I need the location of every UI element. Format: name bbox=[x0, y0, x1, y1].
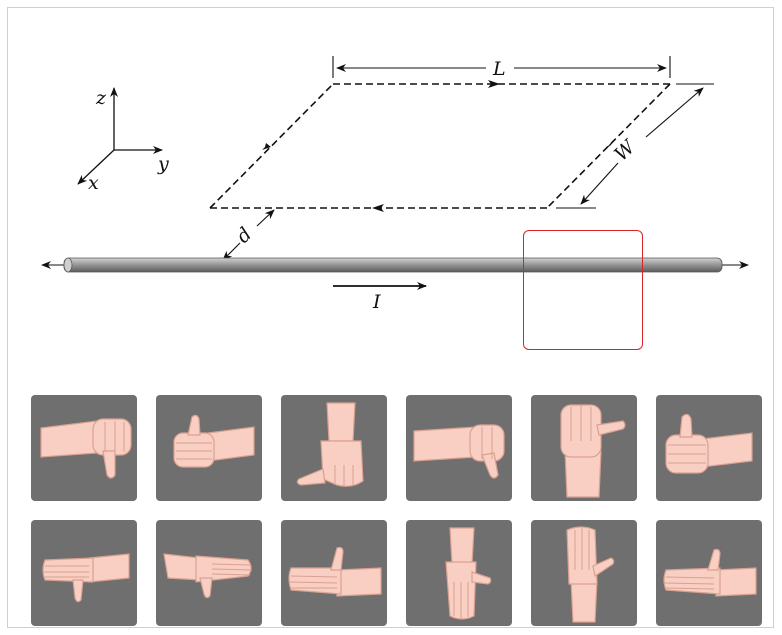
answer-choice-9[interactable] bbox=[281, 520, 387, 626]
hand-flat-thumb-up-right-icon bbox=[663, 548, 757, 597]
hand-flat-palm-down-icon bbox=[163, 553, 253, 599]
answer-choice-5[interactable] bbox=[531, 395, 637, 501]
answer-choice-12[interactable] bbox=[656, 520, 762, 626]
loop-direction-arrows bbox=[262, 80, 613, 212]
axis-label-x: x bbox=[88, 172, 99, 194]
hand-palm-down-thumb-down-icon bbox=[296, 402, 364, 487]
hand-fingers-down-thumb-right-icon bbox=[445, 527, 492, 620]
axis-label-z: z bbox=[95, 87, 107, 109]
selection-box[interactable] bbox=[523, 230, 643, 350]
length-dimension bbox=[332, 56, 671, 78]
hand-flat-thumb-down-icon bbox=[42, 553, 130, 603]
distance-label: d bbox=[232, 223, 256, 247]
answer-choice-4[interactable] bbox=[406, 395, 512, 501]
width-dimension bbox=[556, 83, 714, 209]
straight-wire bbox=[41, 257, 749, 273]
answer-choice-8[interactable] bbox=[156, 520, 262, 626]
hand-fist-thumb-down-icon bbox=[40, 418, 132, 479]
distance-dimension bbox=[222, 209, 275, 261]
answer-choice-7[interactable] bbox=[31, 520, 137, 626]
hand-fist-thumb-side-icon bbox=[173, 414, 255, 468]
current-label: I bbox=[372, 291, 381, 313]
length-label: L bbox=[492, 58, 506, 80]
answer-choice-3[interactable] bbox=[281, 395, 387, 501]
hand-fingers-up-thumb-right-flat-icon bbox=[566, 526, 615, 623]
hand-fingers-up-thumb-right-icon bbox=[560, 404, 626, 498]
coordinate-axes bbox=[77, 87, 163, 185]
hand-flat-thumb-up-icon bbox=[288, 546, 382, 597]
answer-choice-10[interactable] bbox=[406, 520, 512, 626]
hand-fist-thumb-up-icon bbox=[665, 413, 753, 474]
answer-choice-11[interactable] bbox=[531, 520, 637, 626]
current-loop bbox=[209, 83, 671, 209]
answer-choice-1[interactable] bbox=[31, 395, 137, 501]
answer-choice-6[interactable] bbox=[656, 395, 762, 501]
axis-label-y: y bbox=[157, 153, 169, 175]
answer-choice-2[interactable] bbox=[156, 395, 262, 501]
hand-fist-thumb-down-right-icon bbox=[413, 424, 505, 479]
